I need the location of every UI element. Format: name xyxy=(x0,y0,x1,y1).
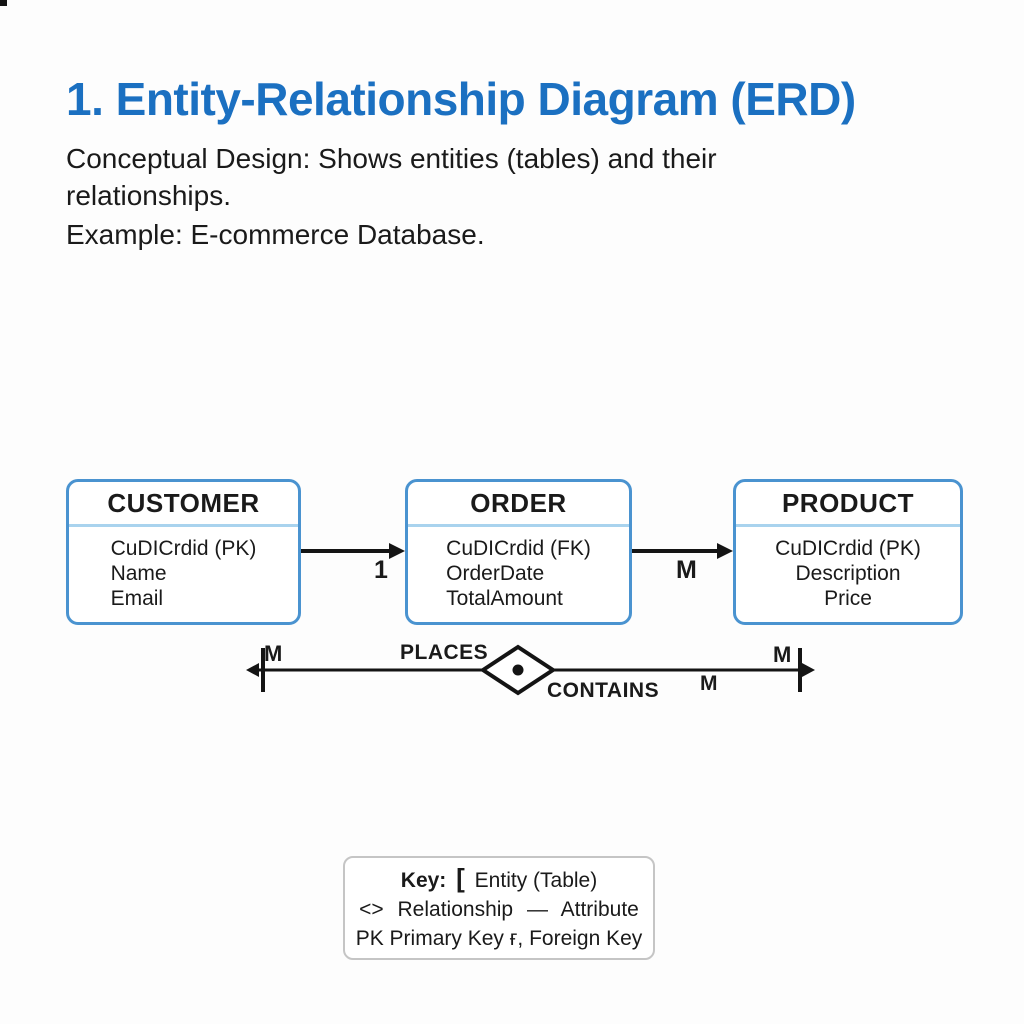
entity-product-title: PRODUCT xyxy=(781,487,915,518)
entity-divider xyxy=(408,524,629,527)
legend-entity-text: Entity (Table) xyxy=(474,868,598,892)
legend-line-entity: Key: [ Entity (Table) xyxy=(345,862,653,895)
legend-attribute-text: Attribute xyxy=(560,897,639,921)
product-attribute-price: Price xyxy=(824,587,872,610)
entity-order: ORDER CuDICrdid (FK) OrderDate TotalAmou… xyxy=(405,479,632,625)
legend-line-relationship: <> Relationship — Attribute xyxy=(345,895,653,924)
relationship-mid-cardinality: M xyxy=(700,672,718,695)
legend-line-keys: PK Primary Key ғ, Foreign Key xyxy=(355,926,643,950)
relationship-right-cardinality: M xyxy=(773,642,792,667)
legend-heading: Key: xyxy=(400,868,447,892)
example-text: Example: E-commerce Database. xyxy=(66,219,485,250)
relationship-label-places: PLACES xyxy=(400,641,489,664)
customer-attribute-name: Name xyxy=(110,562,167,585)
customer-attribute-id: CuDICrdid (PK) xyxy=(110,537,257,560)
entity-divider xyxy=(736,524,960,527)
entity-order-title: ORDER xyxy=(470,487,567,518)
page-title: 1. Entity-Relationship Diagram (ERD) xyxy=(66,73,856,125)
customer-attribute-email: Email xyxy=(110,587,164,610)
order-attribute-date: OrderDate xyxy=(446,562,545,585)
relationship-label-contains: CONTAINS xyxy=(547,679,660,702)
corner-artifact xyxy=(0,0,7,6)
cardinality-customer-order: 1 xyxy=(374,556,388,584)
cardinality-order-product: M xyxy=(676,556,697,584)
entity-customer-title: CUSTOMER xyxy=(107,487,260,518)
relationship-left-cardinality: M xyxy=(264,641,283,666)
attribute-dash-icon: — xyxy=(526,897,548,921)
relationship-symbol-icon: <> xyxy=(359,897,384,921)
entity-symbol-icon: [ xyxy=(456,862,465,893)
legend-relationship-text: Relationship xyxy=(397,897,514,921)
legend-box: Key: [ Entity (Table) <> Relationship — … xyxy=(343,856,655,960)
subtitle-text: Conceptual Design: Shows entities (table… xyxy=(66,143,717,211)
order-attribute-id: CuDICrdid (FK) xyxy=(446,537,591,560)
entity-product: PRODUCT CuDICrdid (PK) Description Price xyxy=(733,479,963,625)
entity-divider xyxy=(69,524,298,527)
order-attribute-total: TotalAmount xyxy=(446,587,563,610)
entity-customer: CUSTOMER CuDICrdid (PK) Name Email xyxy=(66,479,301,625)
product-attribute-description: Description xyxy=(795,562,901,585)
product-attribute-id: CuDICrdid (PK) xyxy=(775,537,921,560)
